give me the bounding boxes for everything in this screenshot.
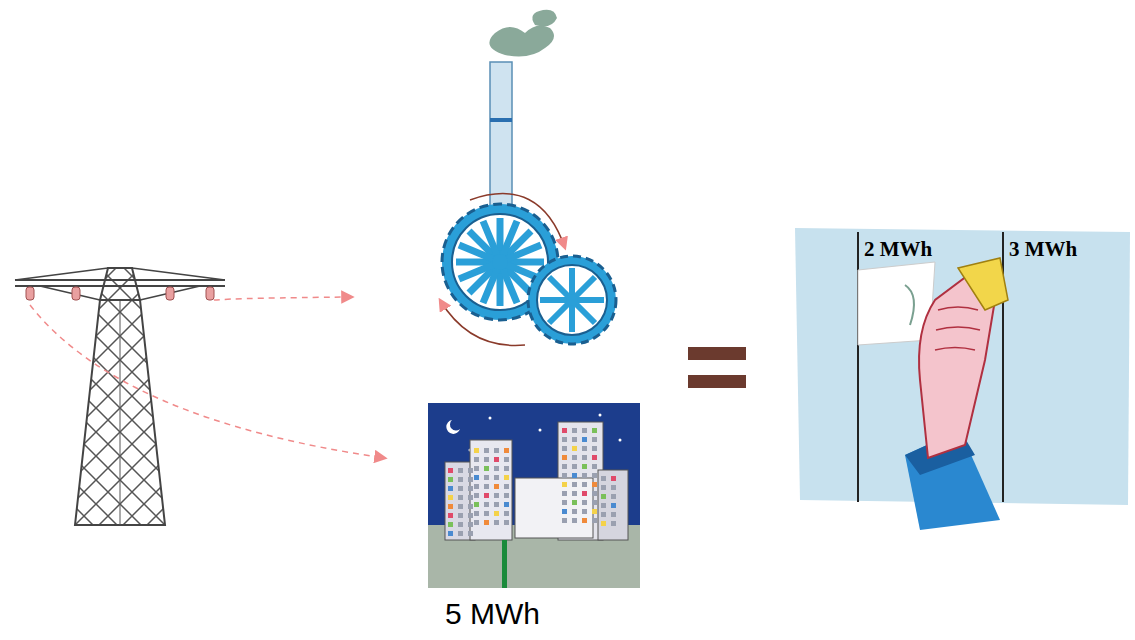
power-arrow (214, 297, 352, 300)
equals-sign (688, 347, 746, 388)
city-night (428, 403, 640, 588)
column-value: 2 MWh (864, 237, 932, 262)
board-hand (795, 228, 1130, 530)
factory-gears (440, 10, 616, 346)
transmission-tower (15, 268, 225, 525)
energy-total: 5 MWh (445, 597, 540, 631)
column-value: 3 MWh (1009, 237, 1077, 262)
power-arrow (30, 305, 385, 458)
